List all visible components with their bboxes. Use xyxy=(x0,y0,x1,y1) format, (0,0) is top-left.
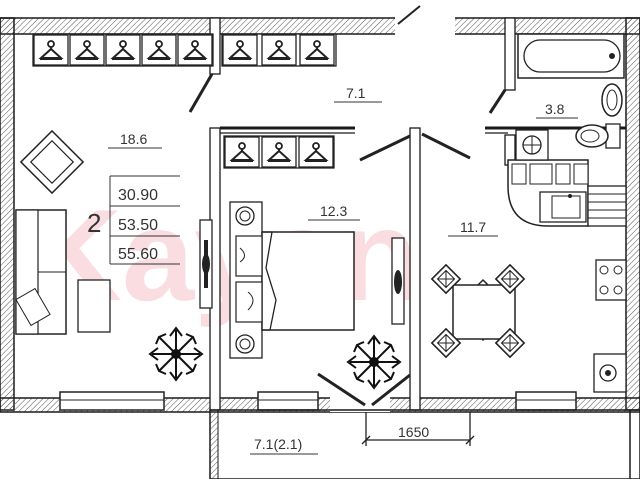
tv-stand-living xyxy=(199,219,213,309)
summary-box: 2 30.90 53.50 55.60 xyxy=(87,175,180,265)
balcony-area: 7.1(2.1) xyxy=(254,436,302,452)
sofa xyxy=(15,209,67,335)
dining-set xyxy=(431,264,525,358)
washing-machine xyxy=(515,129,549,161)
bathtub xyxy=(517,33,625,79)
dimension-value: 1650 xyxy=(398,424,429,440)
living-room-area: 18.6 xyxy=(120,131,147,147)
sink-bathroom xyxy=(601,83,623,117)
wardrobe-bedroom xyxy=(223,135,335,169)
total-area-balcony-value: 55.60 xyxy=(118,246,158,263)
kitchen-counter xyxy=(507,159,627,393)
coffee-table xyxy=(77,279,111,333)
wardrobe-living xyxy=(32,33,214,67)
bedroom-area: 12.3 xyxy=(320,203,347,219)
plant-living xyxy=(149,327,203,381)
bathroom-area: 3.8 xyxy=(545,101,565,117)
dimension-line: 1650 xyxy=(361,412,475,446)
balcony xyxy=(209,409,640,479)
plant-bedroom xyxy=(347,335,401,389)
tv-stand-bedroom xyxy=(391,237,405,325)
living-area-value: 30.90 xyxy=(118,187,158,204)
toilet xyxy=(575,123,621,149)
room-labels: 18.6 7.1 3.8 12.3 11.7 7.1(2.1) xyxy=(108,85,578,455)
kitchen-area: 11.7 xyxy=(460,219,486,235)
bed xyxy=(229,201,355,359)
total-area-value: 53.50 xyxy=(118,217,158,234)
wardrobe-hall xyxy=(221,33,337,67)
rooms-count: 2 xyxy=(87,208,101,238)
hall-area: 7.1 xyxy=(346,85,366,101)
armchair xyxy=(19,129,85,195)
